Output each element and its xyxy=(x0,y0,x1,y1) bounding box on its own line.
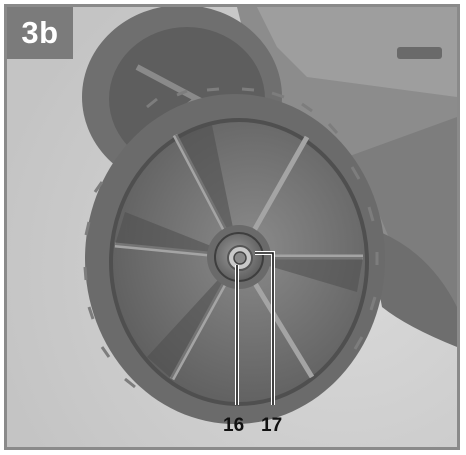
figure-panel: 3b 16 17 xyxy=(4,4,460,450)
callout-number-17: 17 xyxy=(261,415,283,436)
step-label-badge: 3b xyxy=(7,7,73,59)
housing-skirt xyxy=(367,227,457,347)
wheel-photo xyxy=(7,7,457,447)
spoke-shading xyxy=(115,125,363,379)
callout-number-16: 16 xyxy=(223,415,245,436)
housing-slot xyxy=(397,47,442,59)
axle-bolt xyxy=(233,251,247,265)
housing-upper-panel xyxy=(257,7,457,97)
tire-tread xyxy=(83,87,379,389)
leader-line-17 xyxy=(255,252,274,405)
housing-side-panel xyxy=(347,117,457,307)
